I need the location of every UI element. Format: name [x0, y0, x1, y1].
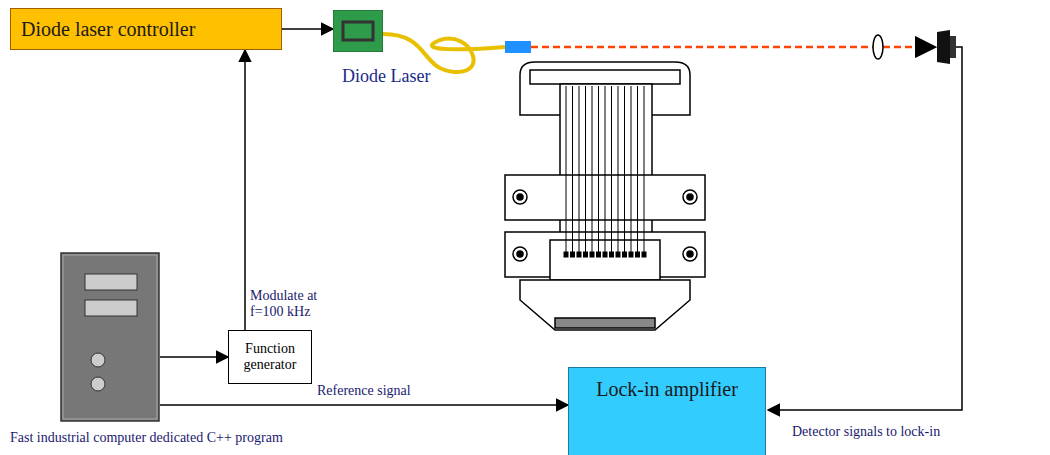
edge-label: Reference signal: [315, 383, 413, 399]
tube-end: [597, 252, 601, 257]
tube-line: [644, 86, 645, 252]
tube-line: [637, 86, 638, 252]
laser-icon: Diode Laser: [333, 10, 383, 52]
fiber-collimator: [505, 41, 531, 53]
tube-line: [598, 86, 599, 252]
tube-end: [623, 252, 627, 257]
node-text: Lock-in amplifier: [596, 378, 738, 455]
node-text: Fast industrial computer dedicated C++ p…: [10, 430, 283, 446]
tube-line: [611, 86, 612, 252]
tube-line: [618, 86, 619, 252]
tube-line: [592, 86, 593, 252]
detector-wire: [768, 47, 962, 410]
tube-end: [636, 252, 640, 257]
tube-line: [585, 86, 586, 252]
tube-end: [610, 252, 614, 257]
tube-end: [616, 252, 620, 257]
signal-note: Detector signals to lock-in: [790, 424, 942, 440]
connector-arrow: [244, 50, 246, 330]
computer-icon: [60, 252, 160, 422]
tube-line: [579, 86, 580, 252]
node-text: Diode Laser: [342, 66, 430, 87]
controller-box: Diode laser controller: [10, 8, 282, 50]
tube-end: [577, 252, 581, 257]
detector: [950, 36, 956, 58]
laser-icon: [333, 10, 383, 52]
node-text: Function generator: [233, 341, 307, 373]
tube-end: [642, 252, 646, 257]
instrument: [505, 62, 705, 330]
tube-line: [631, 86, 632, 252]
tube-end: [603, 252, 607, 257]
computer-tower: Fast industrial computer dedicated C++ p…: [60, 252, 160, 422]
tube-end: [564, 252, 568, 257]
tube-bundle: [564, 86, 646, 257]
connector-arrow: [160, 356, 228, 358]
tube-line: [624, 86, 625, 252]
function-generator-box: Function generator: [228, 330, 312, 384]
connector-arrow: [160, 404, 568, 406]
tube-end: [584, 252, 588, 257]
tube-end: [571, 252, 575, 257]
tube-end: [629, 252, 633, 257]
tube-end: [590, 252, 594, 257]
detector: [937, 30, 950, 64]
tube-line: [605, 86, 606, 252]
lock-in-box: Lock-in amplifier: [568, 367, 766, 455]
tube-line: [572, 86, 573, 252]
lens: [873, 35, 883, 59]
modulation-note: Modulate at f=100 kHz: [248, 288, 322, 320]
tube-line: [566, 86, 567, 252]
node-text: Diode laser controller: [21, 18, 195, 41]
connector-arrow: [282, 28, 333, 30]
